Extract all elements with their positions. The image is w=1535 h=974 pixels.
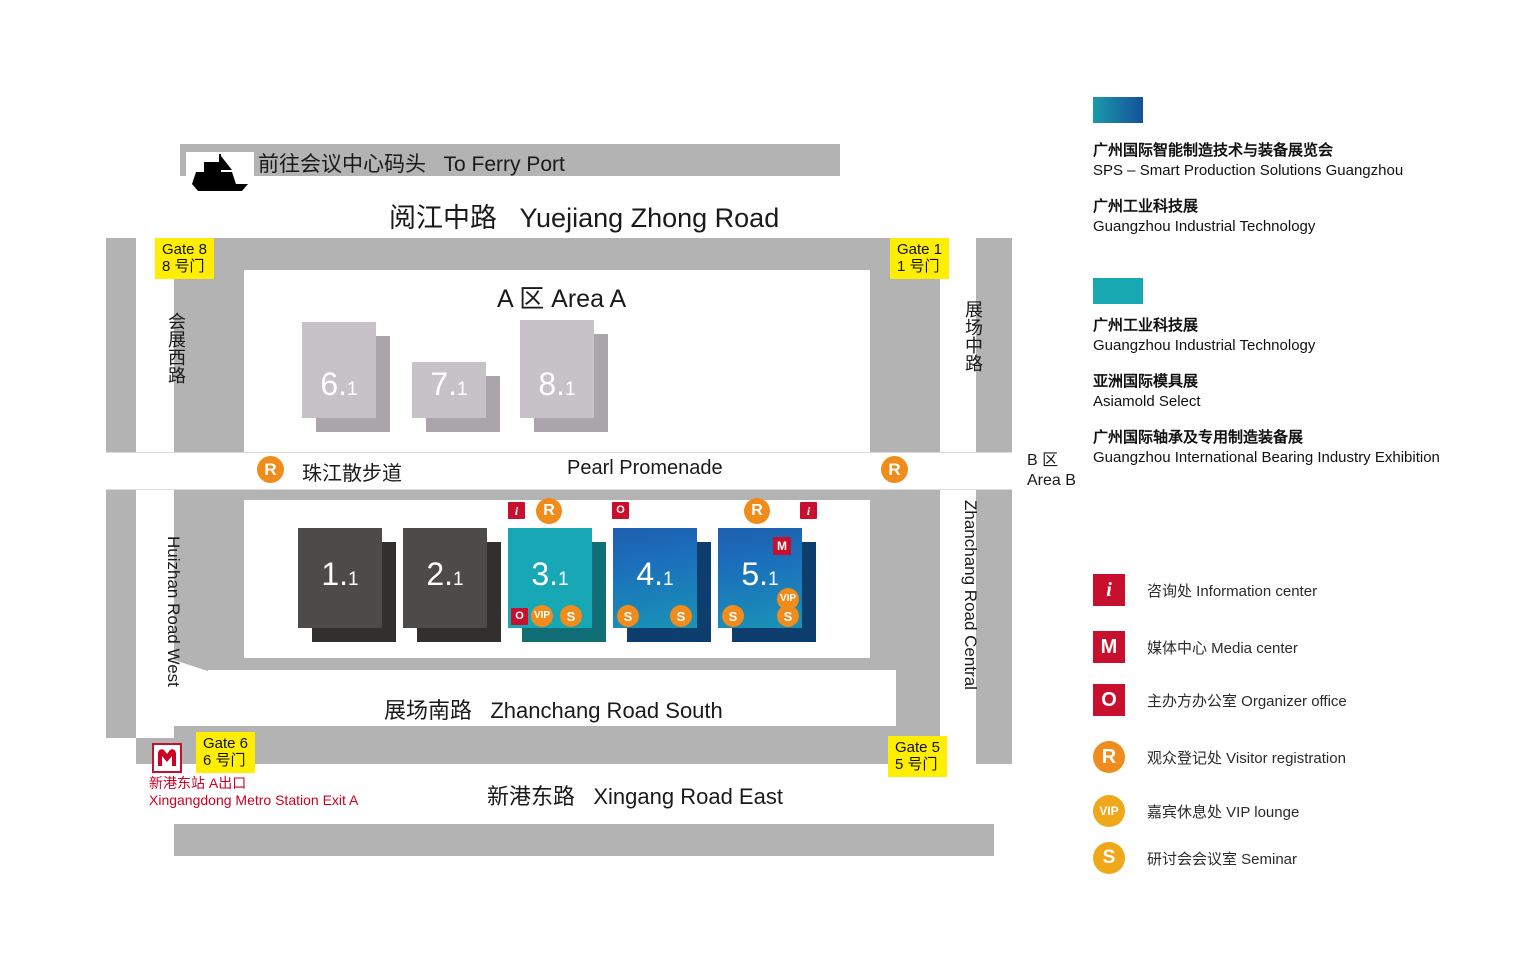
legend-row-seminar: S 研讨会会议室 Seminar bbox=[1093, 842, 1297, 874]
registration-icon-hall5[interactable]: R bbox=[744, 498, 770, 524]
legend-label: 嘉宾休息处 VIP lounge bbox=[1147, 803, 1300, 821]
legend-panel: 广州国际智能制造技术与装备展览会 SPS – Smart Production … bbox=[1093, 0, 1535, 974]
hall-8-1[interactable]: 8.1 bbox=[520, 320, 608, 432]
hall-1-1[interactable]: 1.1 bbox=[298, 528, 396, 642]
venue-map: 前往会议中心码头 To Ferry Port 阅江中路 Yuejiang Zho… bbox=[106, 144, 1076, 856]
road-label-huizhan-cn: 会展西路 bbox=[166, 312, 186, 384]
brand-entry-asiamold: 亚洲国际模具展 Asiamold Select bbox=[1093, 373, 1201, 410]
road-label-huizhan-en: Huizhan Road West bbox=[164, 536, 183, 687]
media-center-icon: M bbox=[1093, 631, 1125, 663]
brand-entry-git-1: 广州工业科技展 Guangzhou Industrial Technology bbox=[1093, 198, 1316, 235]
registration-icon-hall3[interactable]: R bbox=[536, 498, 562, 524]
legend-label: 观众登记处 Visitor registration bbox=[1147, 749, 1346, 767]
hall-label: 7.1 bbox=[430, 366, 468, 402]
metro-station-label: 新港东站 A出口 Xingangdong Metro Station Exit … bbox=[149, 775, 359, 808]
visitor-registration-icon: R bbox=[1093, 741, 1125, 773]
road-label-zhanchang-cn: 展场中路 bbox=[963, 300, 983, 372]
legend-row-vip-lounge: VIP 嘉宾休息处 VIP lounge bbox=[1093, 795, 1299, 827]
hall-label: 1.1 bbox=[321, 556, 359, 592]
promenade-label: 珠江散步道 bbox=[302, 463, 402, 485]
seminar-icon-in-hall4-right[interactable]: S bbox=[670, 605, 692, 627]
road-label-zhanchang-south: 展场南路 Zhanchang Road South bbox=[384, 698, 723, 723]
swatch-teal bbox=[1093, 278, 1143, 304]
organizer-icon-hall4[interactable]: O bbox=[612, 502, 629, 519]
road-label-zhanchang-en: Zhanchang Road Central bbox=[961, 500, 980, 690]
organizer-office-icon: O bbox=[1093, 684, 1125, 716]
area-b-label: B 区 Area B bbox=[1027, 452, 1076, 489]
road-band-zhanchang-south bbox=[230, 682, 892, 726]
ferry-label: 前往会议中心码头 To Ferry Port bbox=[258, 153, 565, 176]
brand-entry-sps: 广州国际智能制造技术与装备展览会 SPS – Smart Production … bbox=[1093, 142, 1404, 179]
brand-entry-bearing: 广州国际轴承及专用制造装备展 Guangzhou International B… bbox=[1093, 429, 1440, 466]
legend-label: 研讨会会议室 Seminar bbox=[1147, 850, 1298, 868]
hall-body bbox=[403, 528, 487, 628]
road-band-xingang-east bbox=[174, 824, 994, 856]
information-center-icon: i bbox=[1093, 574, 1125, 606]
hall-label: 8.1 bbox=[538, 366, 576, 402]
hall-label: 5.1 bbox=[741, 556, 779, 592]
hall-3-1[interactable]: 3.1 bbox=[508, 528, 606, 642]
hall-6-1[interactable]: 6.1 bbox=[302, 322, 390, 432]
seminar-icon-in-hall3[interactable]: S bbox=[560, 605, 582, 627]
hall-label: 4.1 bbox=[636, 556, 674, 592]
registration-icon-promenade-east[interactable]: R bbox=[881, 456, 908, 483]
pearl-promenade-band-overlay bbox=[106, 452, 1012, 490]
organizer-icon-in-hall3[interactable]: O bbox=[511, 608, 528, 625]
ground-band-south bbox=[174, 726, 940, 764]
vip-icon-in-hall5[interactable]: VIP bbox=[777, 588, 799, 610]
road-band-east-far bbox=[976, 238, 1012, 764]
hall-body bbox=[412, 362, 486, 418]
hall-label: 2.1 bbox=[426, 556, 464, 592]
ferry-boat-icon bbox=[186, 152, 254, 192]
vip-lounge-icon: VIP bbox=[1093, 795, 1125, 827]
legend-row-visitor-registration: R 观众登记处 Visitor registration bbox=[1093, 741, 1346, 773]
information-icon-hall5[interactable]: i bbox=[800, 502, 817, 519]
ferry-road-band bbox=[180, 144, 840, 176]
hall-body bbox=[302, 322, 376, 418]
hall-7-1[interactable]: 7.1 bbox=[412, 362, 500, 432]
legend-label: 咨询处 Information center bbox=[1147, 582, 1318, 600]
legend-row-information-center: i 咨询处 Information center bbox=[1093, 574, 1317, 606]
road-strip-east bbox=[940, 238, 976, 764]
road-title-yuejiang: 阅江中路 Yuejiang Zhong Road bbox=[389, 203, 780, 233]
swatch-teal-blue-gradient bbox=[1093, 97, 1143, 123]
legend-label: 主办方办公室 Organizer office bbox=[1147, 692, 1347, 710]
area-a-label: A 区 Area A bbox=[497, 285, 627, 313]
seminar-icon: S bbox=[1093, 842, 1125, 874]
media-icon-in-hall5[interactable]: M bbox=[773, 537, 791, 555]
registration-icon-promenade-west[interactable]: R bbox=[257, 456, 284, 483]
legend-row-organizer-office: O 主办方办公室 Organizer office bbox=[1093, 684, 1347, 716]
hall-2-1[interactable]: 2.1 bbox=[403, 528, 501, 642]
guangzhou-metro-icon bbox=[152, 743, 182, 773]
legend-label: 媒体中心 Media center bbox=[1147, 639, 1298, 657]
hall-body bbox=[298, 528, 382, 628]
vip-icon-in-hall3[interactable]: VIP bbox=[531, 605, 553, 627]
seminar-icon-in-hall4-left[interactable]: S bbox=[617, 605, 639, 627]
legend-row-media-center: M 媒体中心 Media center bbox=[1093, 631, 1298, 663]
hall-body bbox=[520, 320, 594, 418]
promenade-label-en: Pearl Promenade bbox=[567, 457, 723, 479]
seminar-icon-in-hall5-right[interactable]: S bbox=[777, 605, 799, 627]
information-icon-hall3[interactable]: i bbox=[508, 502, 525, 519]
road-label-xingang-east: 新港东路 Xingang Road East bbox=[487, 784, 783, 809]
seminar-icon-in-hall5-left[interactable]: S bbox=[722, 605, 744, 627]
hall-label: 3.1 bbox=[531, 556, 569, 592]
brand-entry-git-2: 广州工业科技展 Guangzhou Industrial Technology bbox=[1093, 317, 1316, 354]
hall-label: 6.1 bbox=[320, 366, 358, 402]
